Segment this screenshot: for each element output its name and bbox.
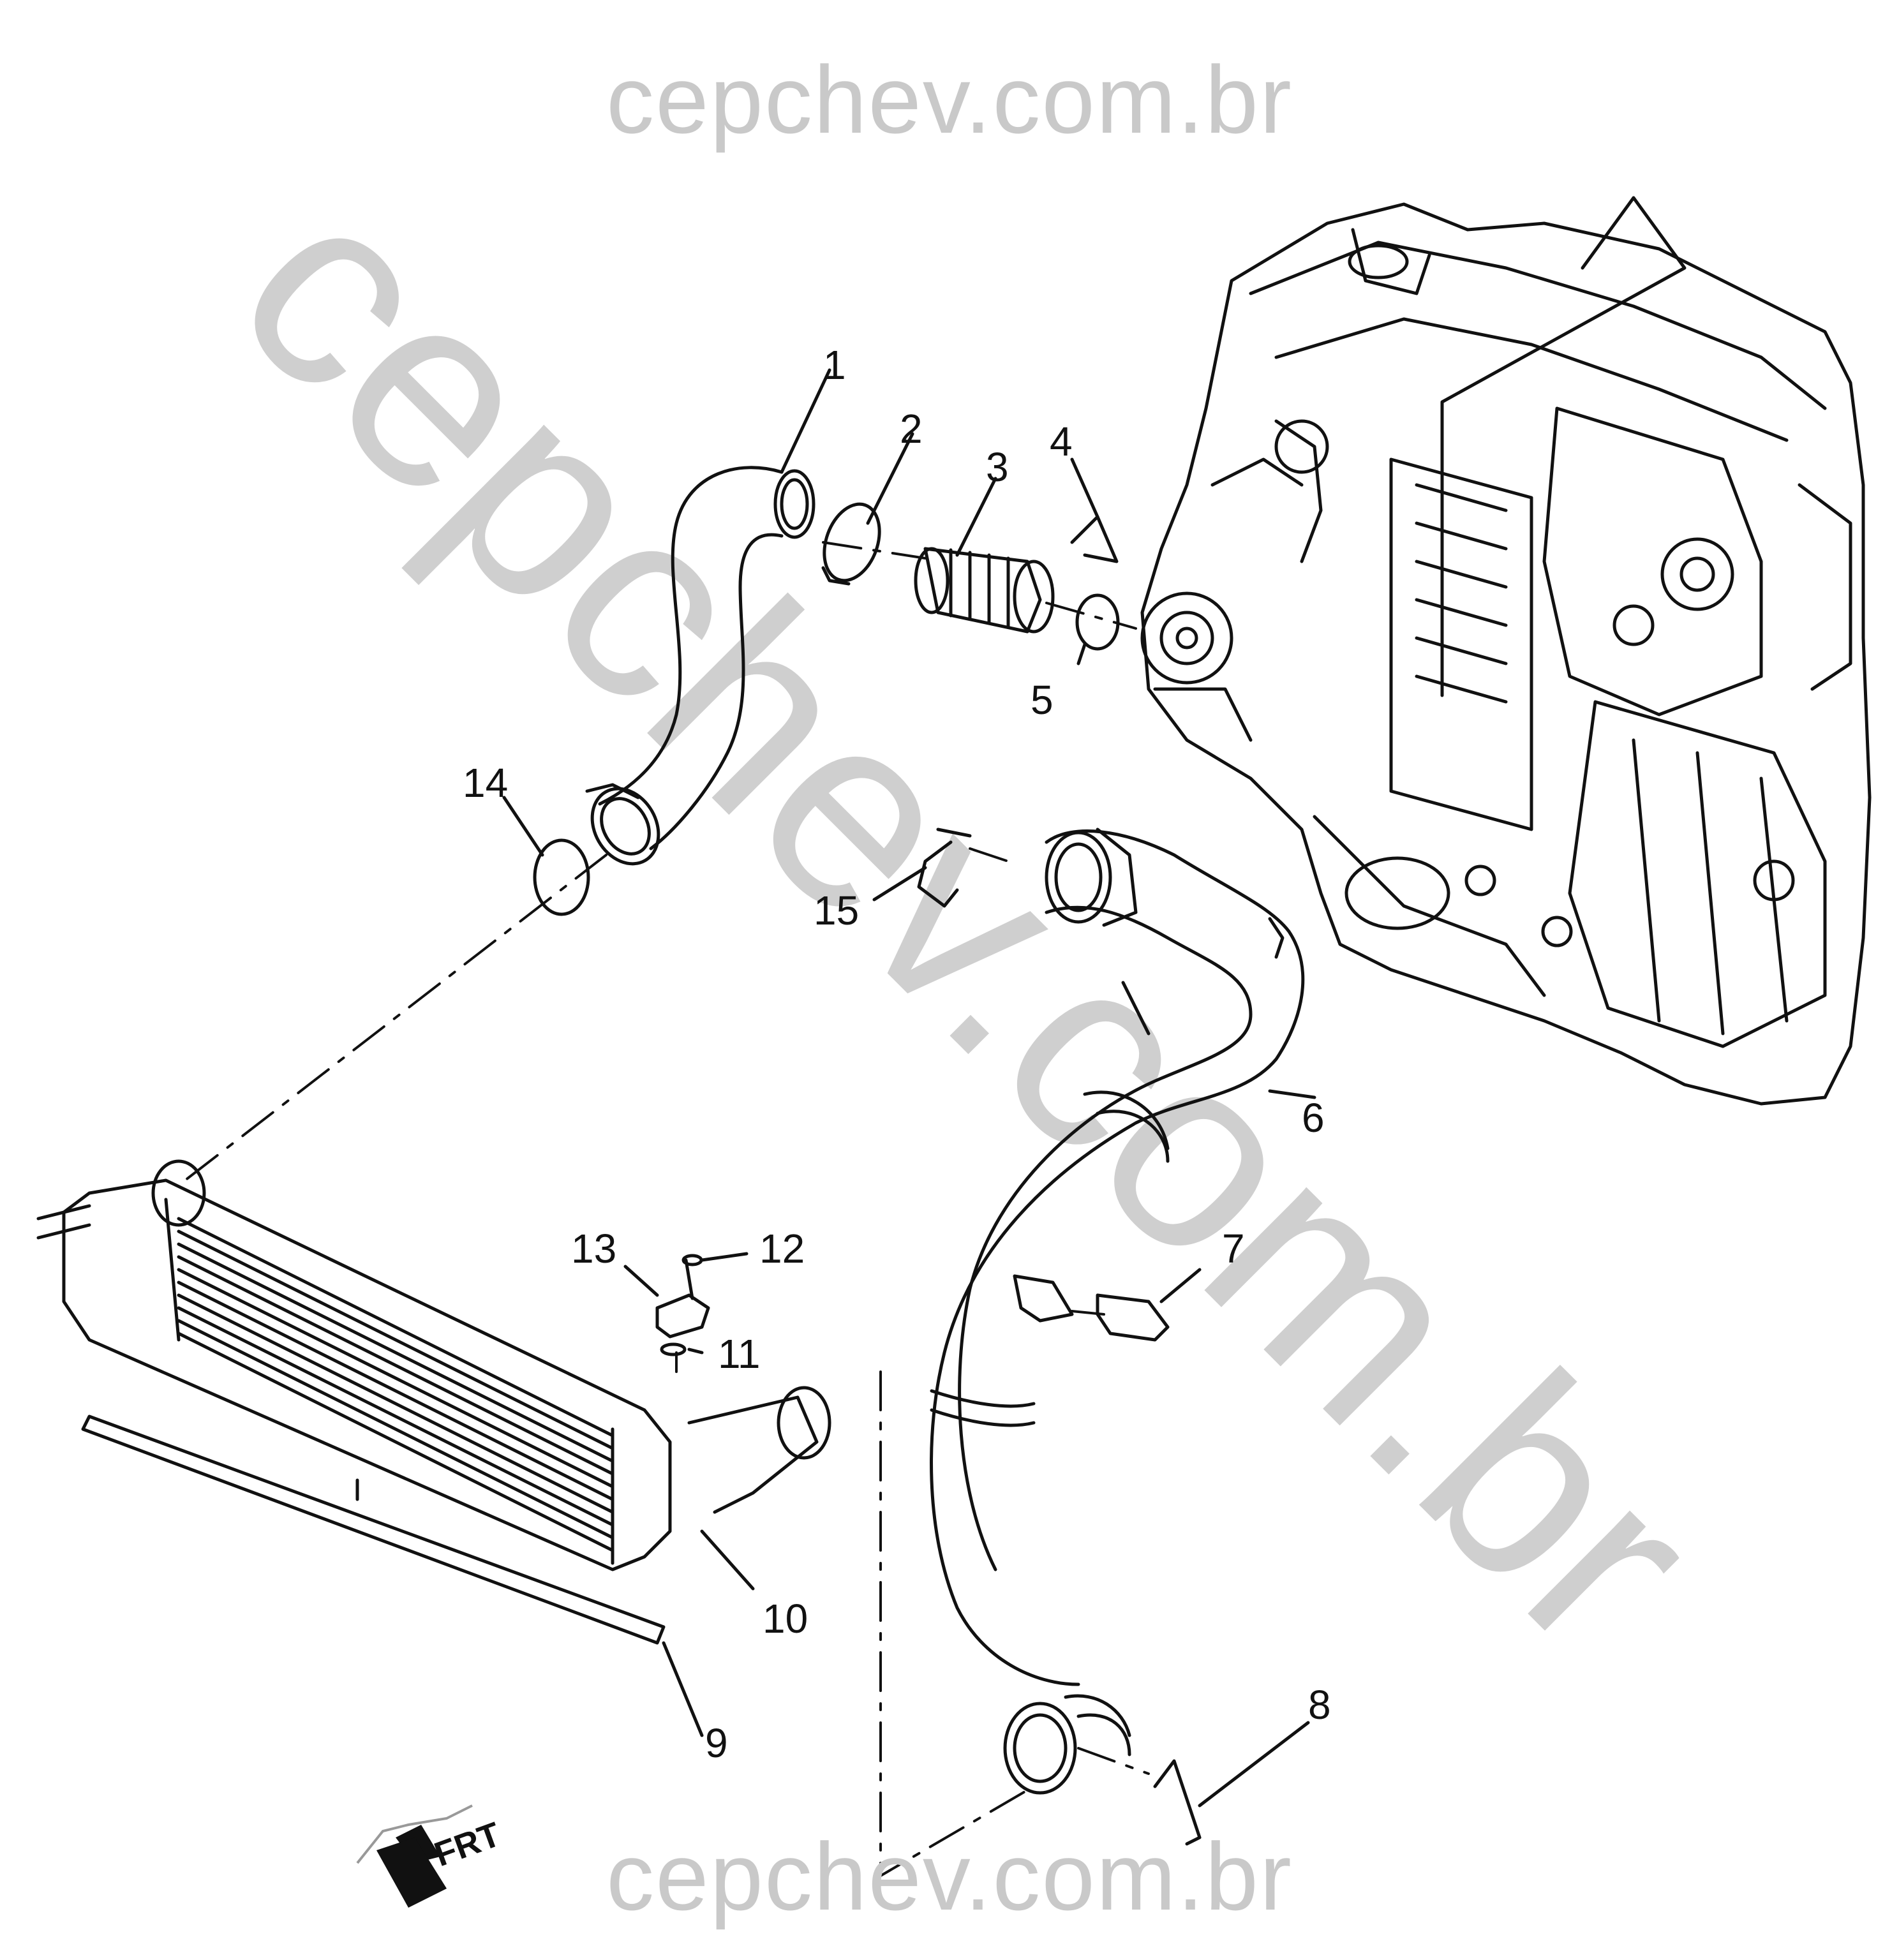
seal-5 [1075, 593, 1120, 651]
coupling-3 [914, 547, 1055, 634]
retainer-15 [917, 828, 972, 908]
deflector-9 [81, 1414, 666, 1645]
callout-6: 6 [1302, 1095, 1325, 1141]
callout-13: 13 [571, 1226, 617, 1272]
retainer-4 [1070, 515, 1119, 563]
engine-assembly [1140, 196, 1872, 1106]
clip-7 [1013, 1274, 1170, 1342]
watermark-bottom: cepchev.com.br [606, 1823, 1293, 1930]
callout-14: 14 [463, 760, 509, 806]
callout-11: 11 [718, 1331, 761, 1377]
callout-10: 10 [763, 1596, 808, 1642]
callout-3: 3 [986, 444, 1009, 490]
callout-7: 7 [1222, 1226, 1245, 1272]
front-direction-arrow [356, 1804, 473, 1908]
callout-5: 5 [1031, 677, 1054, 723]
sensor-11-13 [655, 1254, 710, 1356]
upper-hose [585, 466, 815, 866]
retainer-8 [1153, 1759, 1202, 1846]
callout-9: 9 [705, 1720, 728, 1766]
callout-4: 4 [1050, 419, 1073, 464]
callout-12: 12 [759, 1226, 805, 1272]
seal-14 [533, 838, 590, 916]
callout-8: 8 [1308, 1682, 1331, 1728]
charge-air-cooler-10 [36, 1159, 831, 1571]
callout-15: 15 [814, 887, 860, 933]
lower-hose [930, 828, 1305, 1795]
callout-1: 1 [823, 342, 846, 388]
watermark-top: cepchev.com.br [606, 46, 1293, 153]
callout-2: 2 [900, 406, 923, 452]
